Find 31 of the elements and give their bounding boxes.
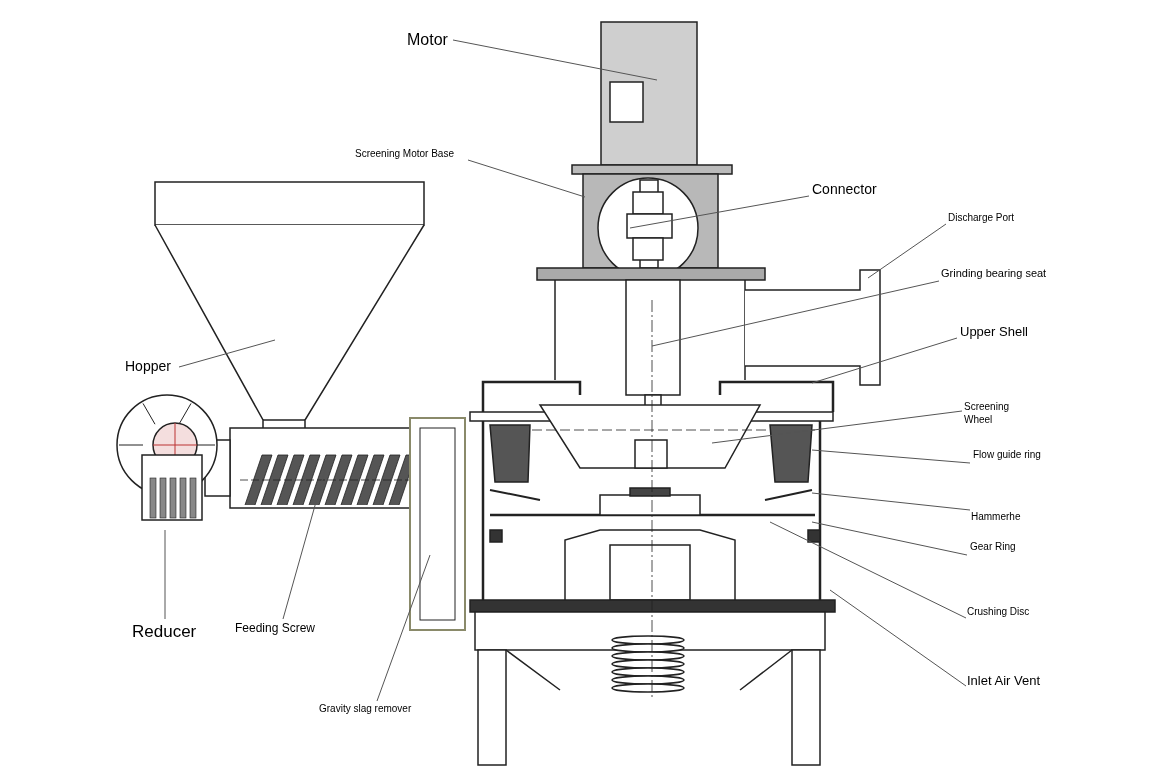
part-label: Gravity slag remover [319,703,412,716]
leader-line [376,554,431,702]
part-label: Upper Shell [960,324,1028,341]
leader-line [629,195,810,229]
part-label: Flow guide ring [973,449,1041,462]
leader-line [164,529,166,620]
leader-line [178,339,276,368]
part-label: Hopper [125,358,171,376]
part-label: Gear Ring [970,541,1016,554]
leader-line [811,492,971,511]
leader-line [811,521,968,556]
leader-line [651,280,940,347]
part-label: Feeding Screw [235,621,316,636]
part-label: Screening Motor Base [355,148,454,161]
leader-line [829,589,967,687]
part-label: Connector [812,181,877,199]
part-label: Reducer [132,621,197,643]
leader-line [867,223,947,279]
part-label: Crushing Disc [967,606,1030,619]
part-label: Discharge Port [948,212,1015,225]
leader-line [711,410,963,444]
part-label: Motor [407,30,448,50]
leader-line [811,449,971,464]
part-label: Hammerhe [971,511,1021,524]
part-label: Screening Wheel [964,401,1020,426]
part-label: Inlet Air Vent [967,673,1040,690]
leader-line [811,337,958,384]
part-label: Grinding bearing seat [941,267,1047,281]
leader-line [452,39,658,81]
leader-line [467,159,586,198]
leader-line [769,521,967,619]
